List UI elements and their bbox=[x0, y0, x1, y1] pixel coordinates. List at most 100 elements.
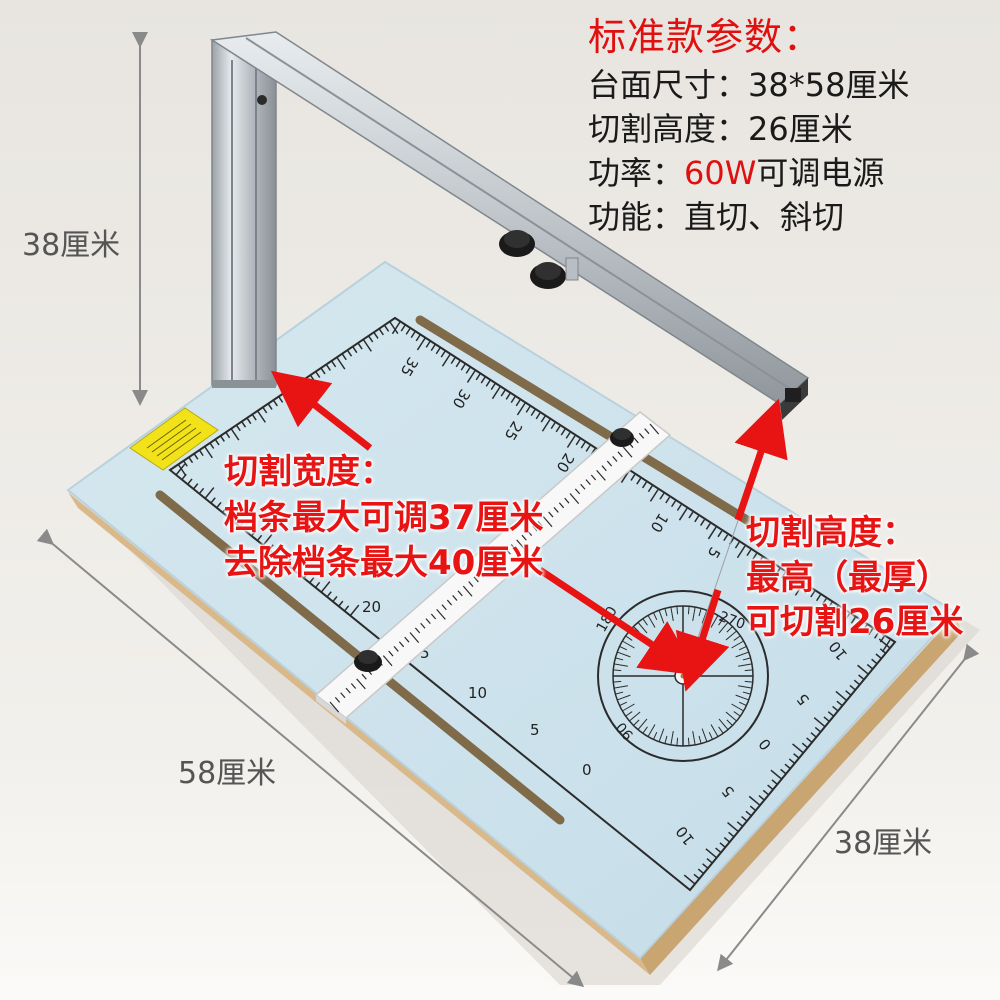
ruler-tick bbox=[500, 389, 506, 397]
ruler-tick bbox=[580, 441, 586, 449]
ruler-tick bbox=[612, 456, 618, 462]
ruler-tick bbox=[625, 711, 633, 717]
ruler-tick bbox=[262, 406, 268, 414]
dim-left-height: 38厘米 bbox=[22, 228, 121, 263]
ruler-tick bbox=[701, 610, 708, 624]
ruler-tick bbox=[658, 728, 665, 742]
arm-knob-lower[interactable] bbox=[530, 257, 579, 289]
ruler-tick bbox=[649, 423, 660, 435]
ruler-tick bbox=[852, 620, 862, 634]
ruler-tick bbox=[198, 487, 205, 495]
ruler-tick bbox=[763, 560, 769, 568]
ruler-tick bbox=[757, 556, 764, 564]
ruler-tick bbox=[548, 511, 554, 518]
ruler-tick bbox=[466, 370, 476, 383]
ruler-tick bbox=[510, 396, 516, 404]
ruler-tick bbox=[707, 526, 717, 540]
ruler-tick bbox=[516, 402, 526, 416]
ruler-tick bbox=[692, 731, 696, 746]
ruler-tick bbox=[384, 325, 390, 332]
ruler-tick bbox=[652, 612, 658, 621]
spec-function-label: 功能： bbox=[588, 198, 685, 236]
ruler-tick bbox=[670, 731, 674, 746]
spec-power-suffix: 可调电源 bbox=[756, 154, 885, 192]
ruler-tick bbox=[698, 735, 702, 744]
spec-title: 标准款参数： bbox=[588, 15, 823, 59]
ruler-tick bbox=[665, 496, 671, 504]
ruler-tick bbox=[325, 364, 331, 371]
ruler-tick bbox=[705, 523, 711, 530]
dim-line-bottom-length bbox=[36, 528, 585, 988]
ruler-tick bbox=[187, 478, 193, 485]
ruler-tick bbox=[633, 719, 640, 726]
ruler-tick bbox=[391, 321, 401, 335]
ruler-tick bbox=[246, 417, 252, 425]
ruler-tick bbox=[204, 487, 215, 499]
spec-function-value: 直切、斜切 bbox=[684, 198, 845, 236]
ruler-left-labels: 20 bbox=[362, 598, 381, 616]
ruler-tick bbox=[175, 463, 186, 476]
ruler-tick bbox=[485, 380, 491, 387]
ruler-tick bbox=[541, 419, 551, 432]
ruler-tick bbox=[862, 624, 868, 632]
ruler-tick bbox=[233, 510, 244, 523]
ruler-tick bbox=[555, 425, 561, 433]
width-arrow-down bbox=[538, 567, 699, 676]
ruler-tick bbox=[415, 334, 421, 342]
ruler-tick bbox=[868, 628, 874, 636]
ruler-tick bbox=[540, 415, 546, 423]
ruler-tick bbox=[613, 680, 622, 683]
ruler-tick bbox=[187, 456, 194, 464]
ruler-tick bbox=[341, 353, 347, 361]
ruler-tick bbox=[698, 608, 702, 617]
ruler-tick bbox=[664, 735, 668, 744]
ruler-tick bbox=[210, 497, 216, 504]
ruler-tick bbox=[230, 428, 240, 441]
ruler-tick bbox=[505, 393, 511, 400]
ruler-tick bbox=[617, 651, 631, 658]
arm-knob-upper[interactable] bbox=[499, 230, 535, 257]
ruler-tick bbox=[638, 432, 645, 439]
ruler-tick bbox=[676, 504, 682, 511]
ruler-tick bbox=[775, 568, 781, 575]
ruler-tick bbox=[683, 874, 696, 885]
ruler-tick bbox=[198, 449, 204, 457]
callout-width-line2: 档条最大可调37厘米 bbox=[224, 498, 544, 538]
ruler-tick bbox=[425, 341, 431, 348]
ruler-tick bbox=[613, 685, 628, 689]
ruler-tick bbox=[619, 645, 628, 651]
ruler-tick bbox=[542, 516, 553, 528]
spec-size-label: 台面尺寸： bbox=[588, 66, 749, 104]
ruler-tick bbox=[833, 605, 839, 613]
ruler-tick bbox=[652, 731, 658, 740]
ruler-tick bbox=[636, 477, 642, 485]
ruler-tick bbox=[435, 347, 441, 355]
spec-cut-height: 切割高度：26厘米 bbox=[588, 104, 853, 150]
ruler-tick bbox=[357, 342, 363, 350]
ruler-tick bbox=[701, 728, 708, 742]
ruler-tick bbox=[613, 663, 628, 667]
ruler-tick bbox=[565, 432, 571, 439]
ruler-tick bbox=[705, 848, 718, 859]
ruler-tick bbox=[794, 583, 804, 596]
ruler-tick bbox=[692, 606, 696, 621]
dim-line-right-width bbox=[717, 643, 980, 972]
ruler-tick bbox=[723, 534, 729, 542]
ruler-tick bbox=[378, 328, 384, 336]
ruler-tick bbox=[687, 606, 690, 615]
ruler-tick bbox=[373, 332, 379, 339]
vertical-post bbox=[211, 39, 277, 388]
ruler-tick bbox=[734, 541, 740, 549]
ruler-tick bbox=[622, 446, 633, 458]
ruler-tick bbox=[699, 519, 706, 526]
ruler-tick bbox=[637, 718, 648, 730]
ruler-tick bbox=[765, 564, 775, 577]
ruler-tick bbox=[585, 445, 591, 452]
slot-top bbox=[415, 315, 760, 530]
ruler-tick bbox=[659, 492, 665, 500]
ruler-tick bbox=[688, 511, 694, 519]
fence-knob-top[interactable] bbox=[610, 428, 634, 447]
spec-power: 功率：60W可调电源 bbox=[588, 148, 884, 194]
spec-cut-height-label: 切割高度： bbox=[588, 110, 749, 148]
ruler-tick bbox=[569, 493, 580, 504]
